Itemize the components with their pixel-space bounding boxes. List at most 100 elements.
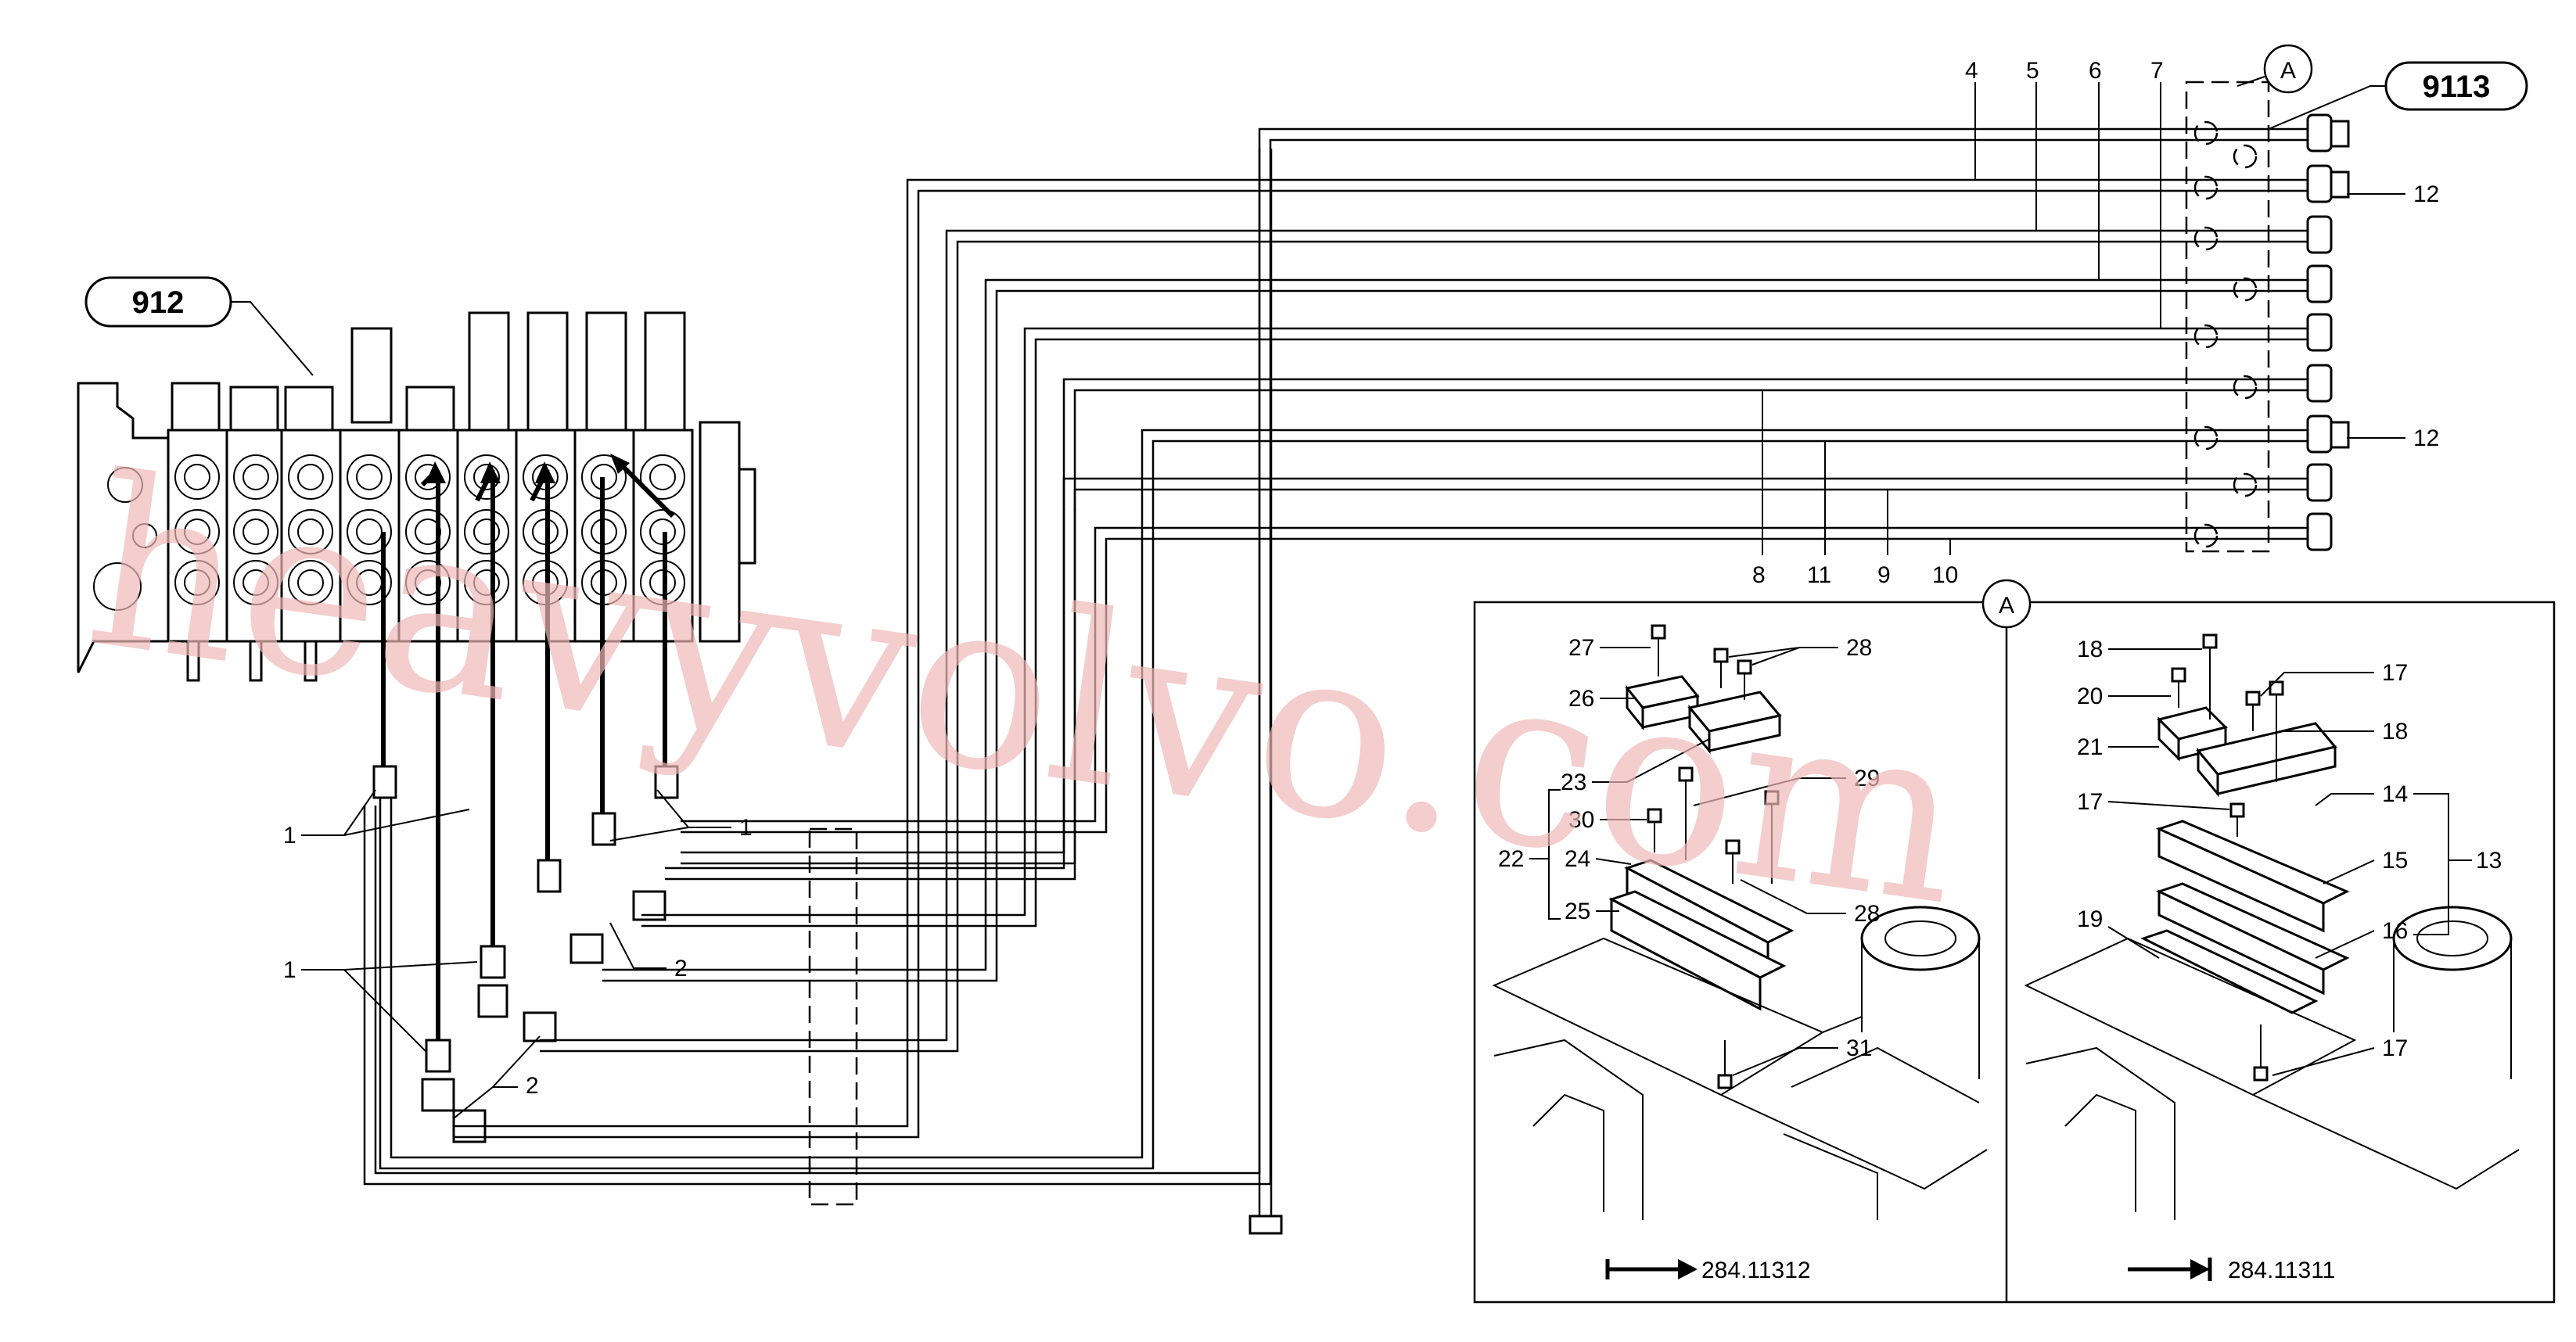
clamp-outline-right [2185, 81, 2270, 553]
detail-marker-top: A [2236, 44, 2313, 94]
serial-reference-right: 284.11311 [2128, 1258, 2335, 1283]
dl-callout-30: 30 [1568, 807, 1594, 833]
hose-end [2306, 313, 2333, 352]
dr-callout-18-top: 18 [2077, 637, 2103, 662]
callout-1-c: 1 [283, 957, 296, 983]
clamp-hole [2233, 472, 2258, 497]
callout-11: 11 [1807, 562, 1831, 588]
hose-end [2306, 414, 2350, 454]
dr-callout-20: 20 [2077, 684, 2103, 709]
hose-end [2306, 512, 2333, 551]
clamp-hole [2193, 425, 2219, 450]
clamp-hole [2193, 226, 2219, 251]
hoses [381, 454, 675, 1056]
pipe [540, 262, 959, 1053]
callout-5: 5 [2026, 58, 2039, 84]
dr-callout-15: 15 [2382, 848, 2408, 874]
detail-right-parts [2024, 633, 2520, 1220]
pipe [602, 311, 998, 982]
detail-frame: A [1473, 579, 2556, 1304]
pipe-cap [1248, 1215, 1283, 1235]
pipe [1062, 477, 2316, 510]
pipe [945, 229, 2316, 262]
callout-4: 4 [1965, 58, 1978, 84]
clamp-hole [2193, 324, 2219, 349]
clamp-hole [2193, 120, 2219, 145]
clamp-hole [2233, 144, 2258, 169]
pipe [1023, 327, 2316, 360]
pipe [1062, 378, 2316, 411]
dl-callout-28-bottom: 28 [1854, 901, 1880, 927]
valve-section [339, 429, 401, 643]
hose-end [2306, 264, 2333, 303]
dr-callout-13: 13 [2476, 848, 2502, 874]
steel-pipes [363, 127, 2316, 1186]
dl-callout-25: 25 [1565, 899, 1590, 924]
clamp-holes [2193, 120, 2258, 548]
pipe [641, 360, 1037, 928]
pipe [379, 461, 1155, 1170]
bubble-9113-text: 9113 [2423, 70, 2491, 104]
clamp-hole [2193, 523, 2219, 548]
clamp-hole [2233, 277, 2258, 302]
pipe [454, 211, 920, 1139]
valve-section [280, 429, 342, 643]
clamp-hole [2193, 175, 2219, 200]
callout-9: 9 [1877, 562, 1891, 588]
callout-2-b: 2 [526, 1073, 539, 1099]
hose-end [2306, 215, 2333, 254]
hose-end [2306, 364, 2333, 403]
dr-callout-16: 16 [2382, 918, 2408, 944]
callout-12-lower: 12 [2413, 425, 2439, 451]
hose-end [2306, 463, 2333, 502]
callout-8: 8 [1752, 562, 1766, 588]
detail-marker-top-text: A [2280, 58, 2296, 84]
pipe [681, 559, 1108, 834]
dl-callout-24: 24 [1565, 846, 1590, 872]
pipe [984, 278, 2316, 311]
detail-left-callouts: 27 28 26 23 29 22 30 24 25 28 31 [1498, 635, 1880, 1076]
dl-callout-27: 27 [1568, 635, 1594, 661]
pipe [681, 508, 1076, 865]
dl-callout-26: 26 [1568, 686, 1594, 712]
callout-1-a: 1 [283, 823, 296, 849]
dl-callout-28-top: 28 [1846, 635, 1872, 661]
dr-callout-14: 14 [2382, 781, 2408, 807]
bubble-912: 912 [84, 276, 314, 376]
bubble-9113: 9113 [2268, 61, 2528, 130]
pipe [906, 178, 2316, 211]
detail-right-callouts: 18 17 20 18 21 17 14 15 13 16 19 17 [2077, 637, 2502, 1076]
detail-left-parts [1492, 624, 1988, 1220]
dl-callout-31: 31 [1846, 1035, 1872, 1061]
bubble-912-text: 912 [132, 285, 185, 320]
callout-12-top: 12 [2413, 181, 2439, 207]
hose-end [2306, 113, 2350, 152]
callout-1-b: 1 [739, 815, 753, 841]
callout-2-a: 2 [674, 956, 688, 981]
valve-section [397, 429, 459, 643]
callouts-bottom: 8 11 9 10 [1752, 391, 1958, 588]
callout-6: 6 [2089, 58, 2102, 84]
valve-section [167, 429, 228, 643]
callouts-left: 1 1 1 2 2 [283, 789, 753, 1119]
dr-callout-17-bottom: 17 [2382, 1035, 2408, 1061]
clamp-hole [2233, 375, 2258, 400]
callout-10: 10 [1932, 562, 1958, 588]
dr-callout-19: 19 [2077, 906, 2103, 932]
dr-callout-17-mid: 17 [2077, 789, 2103, 815]
serial-reference-left: 284.11312 [1605, 1258, 1811, 1283]
dl-callout-29: 29 [1854, 766, 1880, 791]
dl-callout-22: 22 [1498, 846, 1524, 872]
callout-7: 7 [2150, 58, 2164, 84]
dr-callout-17-top: 17 [2382, 660, 2408, 686]
valve-section [456, 429, 518, 643]
hose-end [2306, 164, 2350, 203]
pipe [1094, 526, 2316, 559]
dr-callout-18-right: 18 [2382, 719, 2408, 745]
pipe [1258, 127, 2316, 160]
dl-callout-23: 23 [1561, 770, 1586, 795]
detail-marker-frame-text: A [1999, 593, 2014, 619]
hose-ends [2306, 113, 2350, 551]
pipe [1141, 429, 2316, 461]
